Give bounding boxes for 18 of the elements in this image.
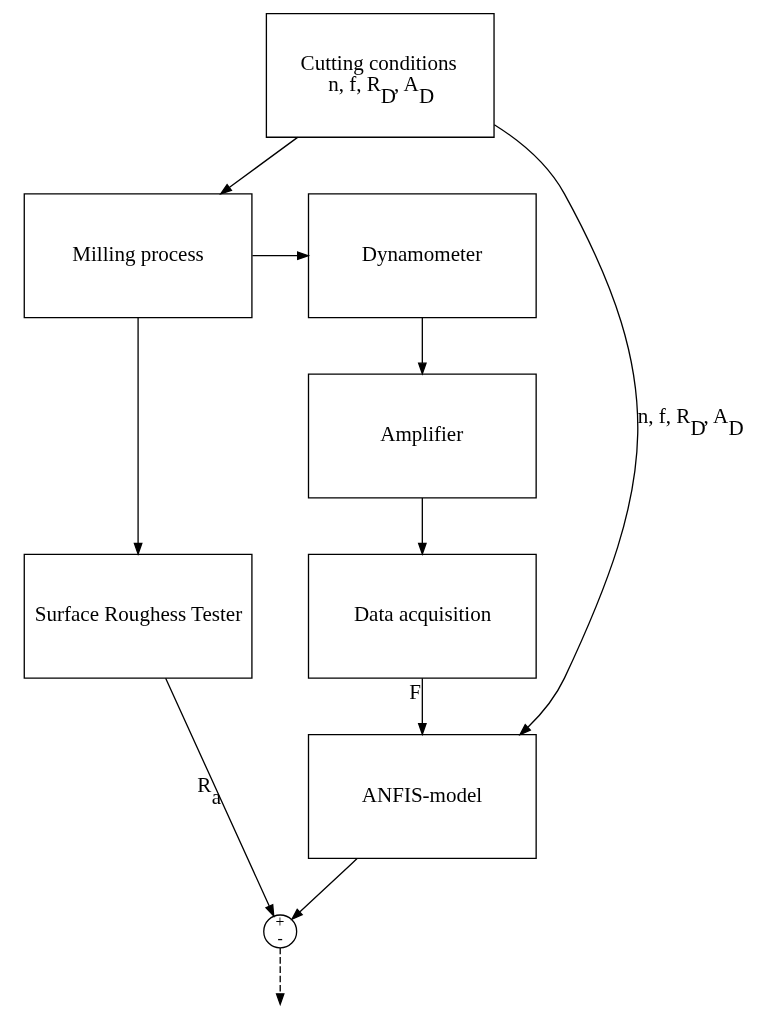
node-box: Amplifier <box>307 373 537 499</box>
arrow <box>275 947 285 1007</box>
node-box: Milling process <box>23 193 253 319</box>
arrow <box>251 251 311 261</box>
arrow <box>417 317 427 376</box>
node-circle: + - <box>263 914 298 949</box>
arrow <box>417 677 427 737</box>
arrow <box>493 124 639 736</box>
node-box: Data acquisition <box>307 553 537 679</box>
node-box: Dynamometer <box>307 193 537 319</box>
arrow <box>133 317 143 556</box>
arrow <box>219 136 299 195</box>
arrow <box>417 497 427 556</box>
arrow <box>290 857 358 921</box>
node-box: Surface Roughess Tester <box>23 553 253 679</box>
arrow <box>165 677 275 918</box>
edge-label: F <box>409 679 421 704</box>
node-box: ANFIS-model <box>307 734 537 860</box>
